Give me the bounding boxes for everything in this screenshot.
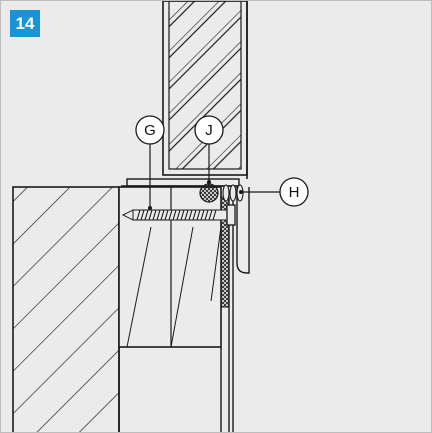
callout-j: J (194, 115, 224, 184)
spacer-rods (222, 184, 244, 202)
sealant-bead (199, 183, 219, 203)
callout-h-label: H (289, 184, 300, 201)
callout-j-label: J (205, 122, 213, 139)
callout-h: H (239, 177, 309, 207)
masonry-block (12, 186, 120, 432)
callout-g: G (135, 115, 165, 210)
timber-frame (118, 186, 222, 432)
fixing-screw (121, 204, 236, 226)
sill-plate (121, 178, 241, 187)
figure-number-badge: 14 (10, 10, 40, 37)
upper-wall-panel (162, 1, 248, 179)
callout-g-label: G (144, 122, 156, 139)
